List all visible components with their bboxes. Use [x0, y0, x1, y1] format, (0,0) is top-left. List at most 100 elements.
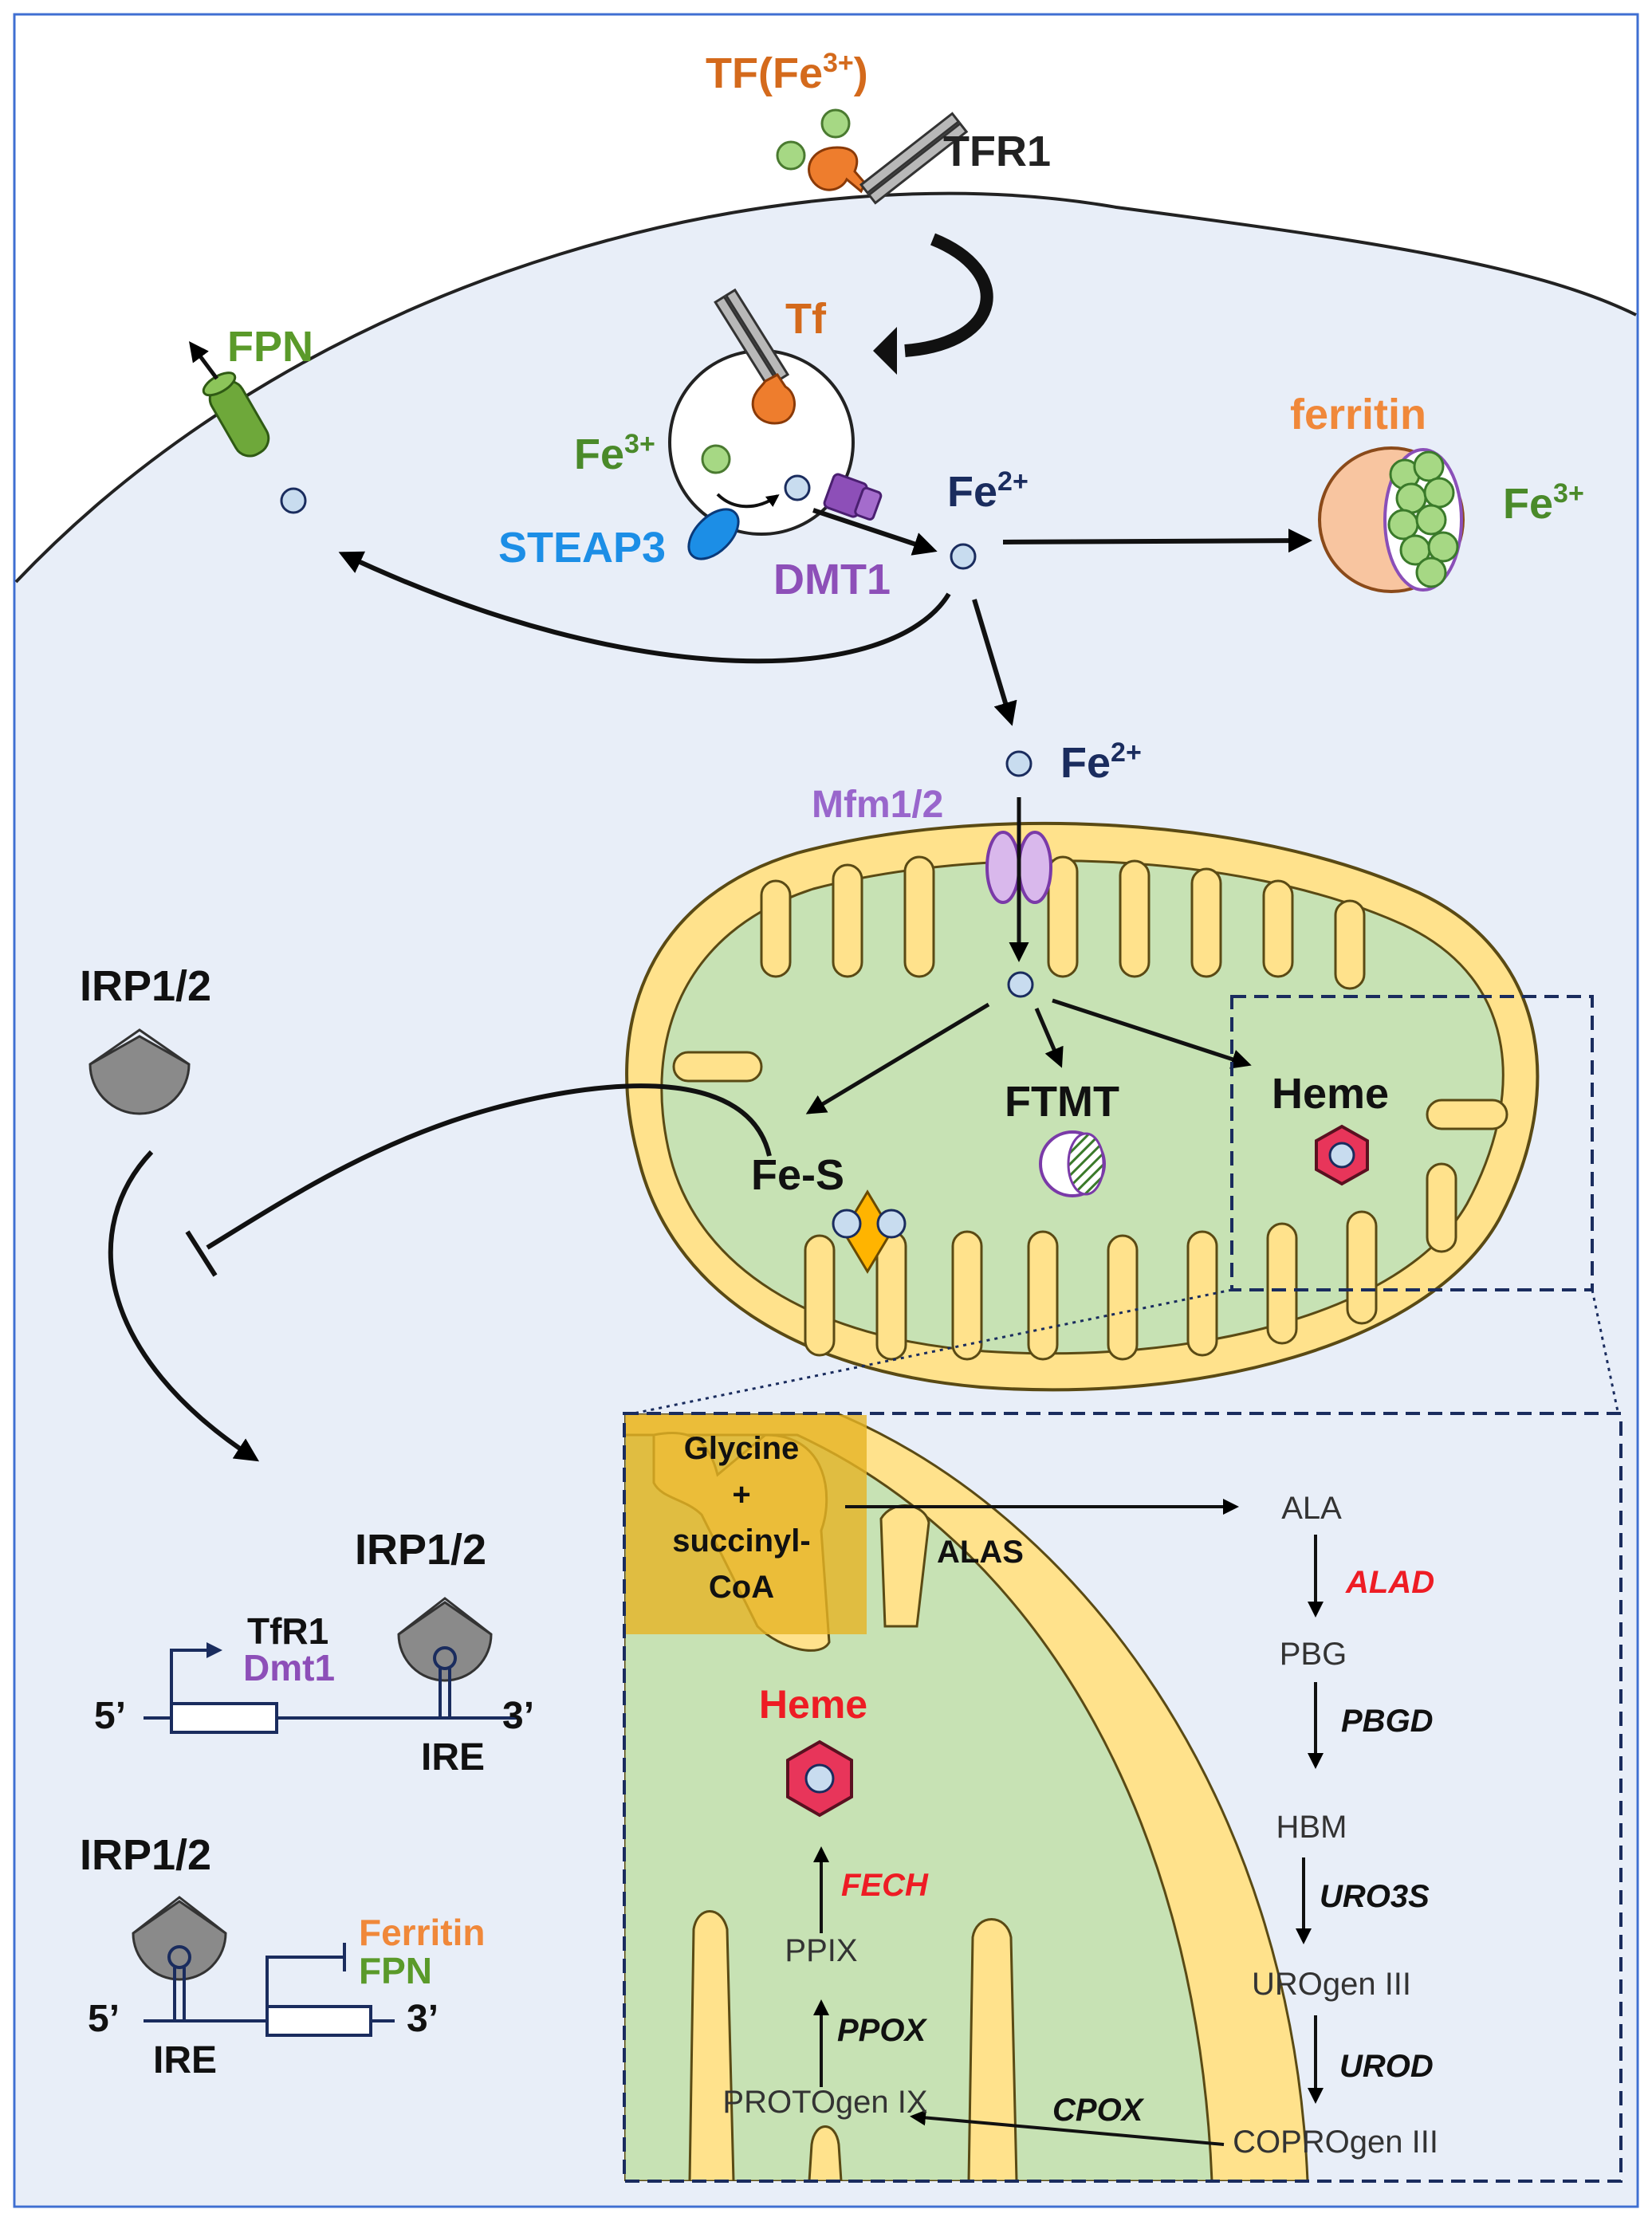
tf-label: Tf	[785, 295, 827, 343]
protogen-intermediate: PROTOgen IX	[722, 2085, 927, 2120]
heme-product-icon	[786, 1739, 853, 1818]
ire-stem-loop-5utr-icon	[167, 1945, 191, 2021]
mrna1-gene-a: TfR1	[247, 1610, 328, 1652]
endocytosis-arrowhead	[873, 327, 897, 375]
mrna1-ire-label: IRE	[421, 1736, 485, 1779]
cell-membrane	[14, 191, 1637, 584]
mitochondrial-ferritin-icon	[1039, 1130, 1106, 1197]
fes-label: Fe-S	[751, 1151, 844, 1199]
fpn-label: FPN	[227, 323, 313, 371]
export-arrow	[338, 551, 951, 664]
mrna1-gene-b: Dmt1	[243, 1647, 335, 1688]
tfr1-label: TFR1	[943, 128, 1051, 175]
cytosolic-ferrous-ion-icon	[950, 543, 977, 570]
ferritin-label: ferritin	[1290, 391, 1426, 438]
substrate-coa: CoA	[709, 1570, 774, 1605]
irp-mrna1-label: IRP1/2	[355, 1526, 486, 1574]
pbg-intermediate: PBG	[1280, 1637, 1347, 1672]
tfr1-receptor-endosome-icon	[714, 288, 790, 389]
mrna2-three-prime: 3’	[407, 1998, 439, 2040]
storage-arrow	[1002, 529, 1312, 553]
ppox-enzyme: PPOX	[837, 2013, 927, 2048]
fe2-cyto-label: Fe2+	[947, 466, 1029, 516]
substrate-succinyl: succinyl-	[672, 1523, 810, 1559]
mitoferrin-label: Mfm1/2	[812, 784, 943, 826]
uro3s-enzyme: URO3S	[1320, 1879, 1430, 1914]
ftmt-storage-arrow	[1034, 1008, 1064, 1068]
fe2-mito-sup: 2+	[1111, 737, 1142, 768]
irp-mrna2-label: IRP1/2	[80, 1831, 211, 1879]
tf-fe3-prefix: TF(Fe	[706, 49, 823, 97]
tf-fe3-label: TF(Fe3+)	[706, 48, 868, 97]
tfr1-receptor-icon	[859, 112, 969, 205]
dmt1-label: DMT1	[773, 556, 891, 603]
mrna2-gene-b: FPN	[359, 1950, 432, 1991]
transcription-start-arrow	[170, 1642, 222, 1704]
mrna1-five-prime: 5’	[94, 1695, 126, 1737]
fes-inhibition-bar	[185, 1230, 218, 1277]
ire-stem-loop-3utr-icon	[433, 1646, 457, 1718]
zoom-crista	[808, 2125, 843, 2181]
fe3-endosome-label: Fe3+	[574, 429, 655, 478]
irp-top-label: IRP1/2	[80, 962, 211, 1010]
fpn-export-arrow	[189, 340, 219, 380]
substrate-glycine: Glycine	[684, 1431, 800, 1466]
fe3-ferritin-label: Fe3+	[1503, 478, 1584, 528]
fe3-endosome-sup: 3+	[624, 429, 655, 459]
substrate-plus: +	[732, 1477, 750, 1512]
tf-fe3-sup: 3+	[823, 48, 854, 78]
alas-enzyme: ALAS	[937, 1535, 1024, 1570]
endocytosis-arrow	[904, 233, 993, 357]
mito-bound-ferrous-ion-icon	[1005, 750, 1032, 777]
mrna2-five-prime: 5’	[88, 1998, 120, 2040]
fe3-ferritin-base: Fe	[1503, 480, 1553, 528]
mrna2-coding-region	[266, 2005, 372, 2037]
translation-block-line	[266, 1956, 343, 2007]
zoom-region-box	[1230, 995, 1594, 1291]
mitochondrial-import-arrow	[972, 599, 1017, 726]
fes-synthesis-arrow	[805, 1002, 990, 1114]
heme-pathway-panel-border	[623, 1412, 1622, 2183]
fes-cluster-icon	[832, 1189, 907, 1274]
fe2-mito-label: Fe2+	[1060, 737, 1142, 787]
ferritin-icon	[1318, 446, 1465, 593]
steap3-label: STEAP3	[498, 524, 666, 572]
irp-activation-arrow	[108, 1150, 260, 1462]
mrna1-three-prime: 3’	[502, 1695, 534, 1737]
transferrin-receptor-complex	[776, 108, 969, 205]
mrna2-ire-label: IRE	[153, 2039, 217, 2081]
alad-enzyme: ALAD	[1345, 1565, 1434, 1600]
heme-synthesis-arrow	[1052, 998, 1252, 1069]
zoom-guide-line	[1591, 1289, 1620, 1416]
cpox-step-arrow	[910, 2109, 1225, 2146]
ala-intermediate: ALA	[1281, 1491, 1342, 1526]
mrna1-coding-region	[170, 1702, 278, 1734]
transferrin-endosome-icon	[751, 373, 796, 425]
iron-ion-icon	[776, 140, 806, 171]
fes-inhibition-line	[206, 1083, 772, 1250]
substrate-highlight	[626, 1415, 867, 1634]
tf-fe3-suffix: )	[854, 49, 868, 97]
urod-enzyme: UROD	[1339, 2049, 1434, 2084]
fe2-cyto-sup: 2+	[997, 466, 1029, 497]
iron-ion-icon	[701, 444, 731, 474]
steap3-icon	[687, 508, 740, 560]
iron-ion-icon	[820, 108, 851, 139]
dmt1-export-arrow	[812, 508, 938, 556]
zoom-crista	[688, 1910, 735, 2181]
hbm-intermediate: HBM	[1276, 1810, 1347, 1845]
ftmt-label: FTMT	[1005, 1078, 1119, 1126]
urogen-intermediate: UROgen III	[1252, 1967, 1411, 2002]
pbgd-enzyme: PBGD	[1341, 1704, 1434, 1739]
ppix-intermediate: PPIX	[785, 1933, 857, 1968]
transferrin-icon	[808, 146, 867, 194]
cpox-enzyme: CPOX	[1052, 2093, 1145, 2128]
fe2-mito-base: Fe	[1060, 739, 1111, 787]
fech-enzyme: FECH	[841, 1868, 929, 1903]
coprogen-intermediate: COPROgen III	[1233, 2125, 1438, 2160]
fe3-ferritin-sup: 3+	[1553, 478, 1584, 509]
heme-product-label: Heme	[759, 1682, 867, 1727]
heme-mito-label: Heme	[1272, 1070, 1389, 1118]
zoom-crista	[967, 1918, 1018, 2181]
